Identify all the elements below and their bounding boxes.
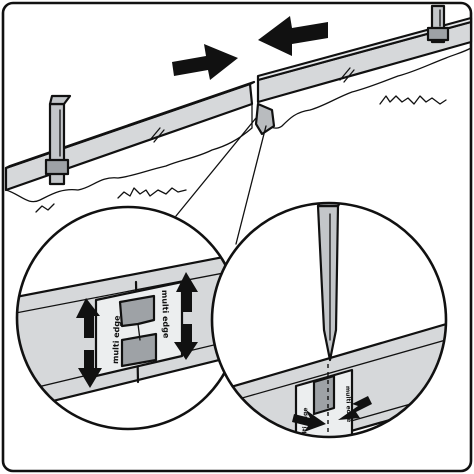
zoom-circle-stake-outline xyxy=(210,201,448,439)
right-edging-ground-edge xyxy=(257,41,472,129)
zoom2-right-label: multi edge xyxy=(344,386,352,423)
left-edging-top-face xyxy=(4,80,256,170)
left-stake-post xyxy=(44,94,72,186)
zoom-circle-connector: multi edge multi edge xyxy=(15,205,241,431)
right-edging-top-face xyxy=(256,16,473,82)
zoom2-left-label: multi edge xyxy=(301,408,309,445)
grass-scribble-right xyxy=(379,95,447,105)
zoom2-right-squeeze-arrow-icon xyxy=(338,396,372,420)
connector-tab xyxy=(254,102,276,136)
zoom1-right-label: multi edge xyxy=(160,290,171,339)
grass-scribble-left xyxy=(117,187,187,199)
zoom1-right-down-arrow-icon xyxy=(174,324,198,360)
push-right-arrow-icon xyxy=(172,44,238,80)
zoom2-left-squeeze-arrow-icon xyxy=(292,410,326,432)
zoom1-left-down-arrow-icon xyxy=(78,350,102,388)
callout-line-right xyxy=(235,125,267,245)
zoom1-left-label: multi edge xyxy=(111,315,122,364)
push-left-arrow-icon xyxy=(258,16,328,56)
callout-line-left xyxy=(175,117,257,217)
top-scene xyxy=(4,4,473,213)
left-edging-ground-edge xyxy=(5,103,253,203)
right-stake-post xyxy=(426,4,450,44)
zoom1-left-up-arrow-icon xyxy=(76,298,100,338)
zoom1-right-up-arrow-icon xyxy=(176,272,198,312)
grass-scribble-far xyxy=(35,203,55,213)
